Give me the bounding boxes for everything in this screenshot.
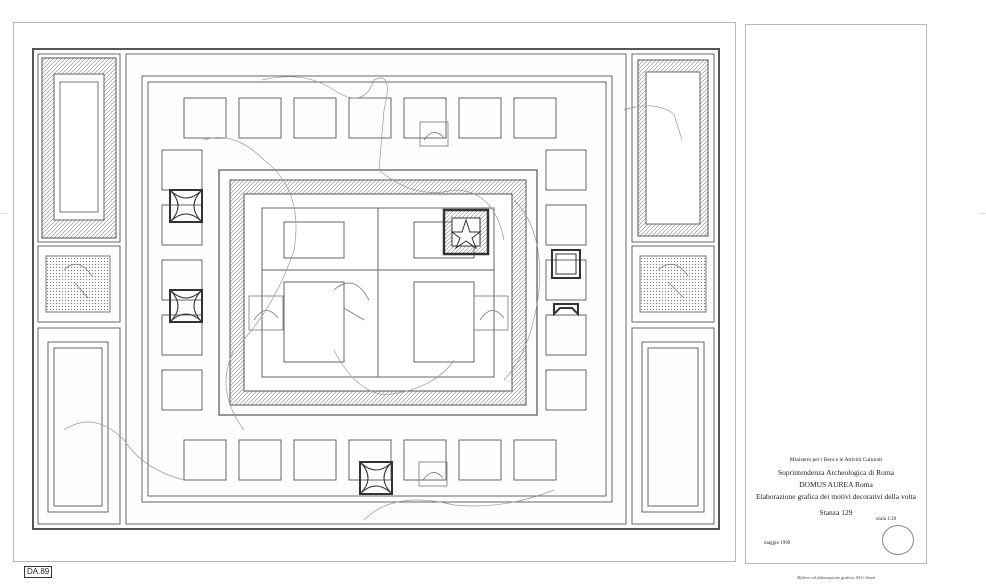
right-bottom-panel xyxy=(631,327,715,525)
approval-stamp-icon xyxy=(882,525,914,555)
outer-ring-panels xyxy=(161,97,587,481)
subject-line: Elaborazione grafica dei motivi decorati… xyxy=(756,492,916,501)
ministry-line: Ministero per i Beni e le Attività Cultu… xyxy=(789,457,883,463)
site-line: DOMUS AUREA Roma xyxy=(799,480,873,489)
soprintendenza-line: Soprintendenza Archeologica di Roma xyxy=(777,468,894,477)
credit-line: Rilievo ed elaborazione grafica: M.C.Str… xyxy=(797,575,875,580)
title-block: Ministero per i Beni e le Attività Cultu… xyxy=(745,24,927,580)
medallions xyxy=(169,189,581,495)
right-middle-panel xyxy=(631,245,715,323)
central-field xyxy=(125,53,627,525)
left-top-panel xyxy=(37,53,121,243)
figure-vignettes xyxy=(63,121,689,487)
ceiling-plan-drawing xyxy=(32,48,720,530)
right-top-panel xyxy=(631,53,715,243)
registration-mark-right xyxy=(978,213,986,214)
fragment-outlines xyxy=(63,76,683,521)
date-label: maggio 1999 xyxy=(764,541,791,546)
drawing-sheet xyxy=(13,22,736,562)
left-bottom-panel xyxy=(37,327,121,525)
left-middle-panel xyxy=(37,245,121,323)
inner-frame xyxy=(218,169,538,416)
room-line: Stanza 129 xyxy=(819,508,853,517)
ceiling-plan-svg xyxy=(37,53,715,525)
registration-mark-left xyxy=(0,213,8,214)
title-block-text: Ministero per i Beni e le Attività Cultu… xyxy=(746,451,926,518)
scale-label: scala 1:20 xyxy=(876,517,897,522)
reference-code: DA.89 xyxy=(24,566,53,578)
